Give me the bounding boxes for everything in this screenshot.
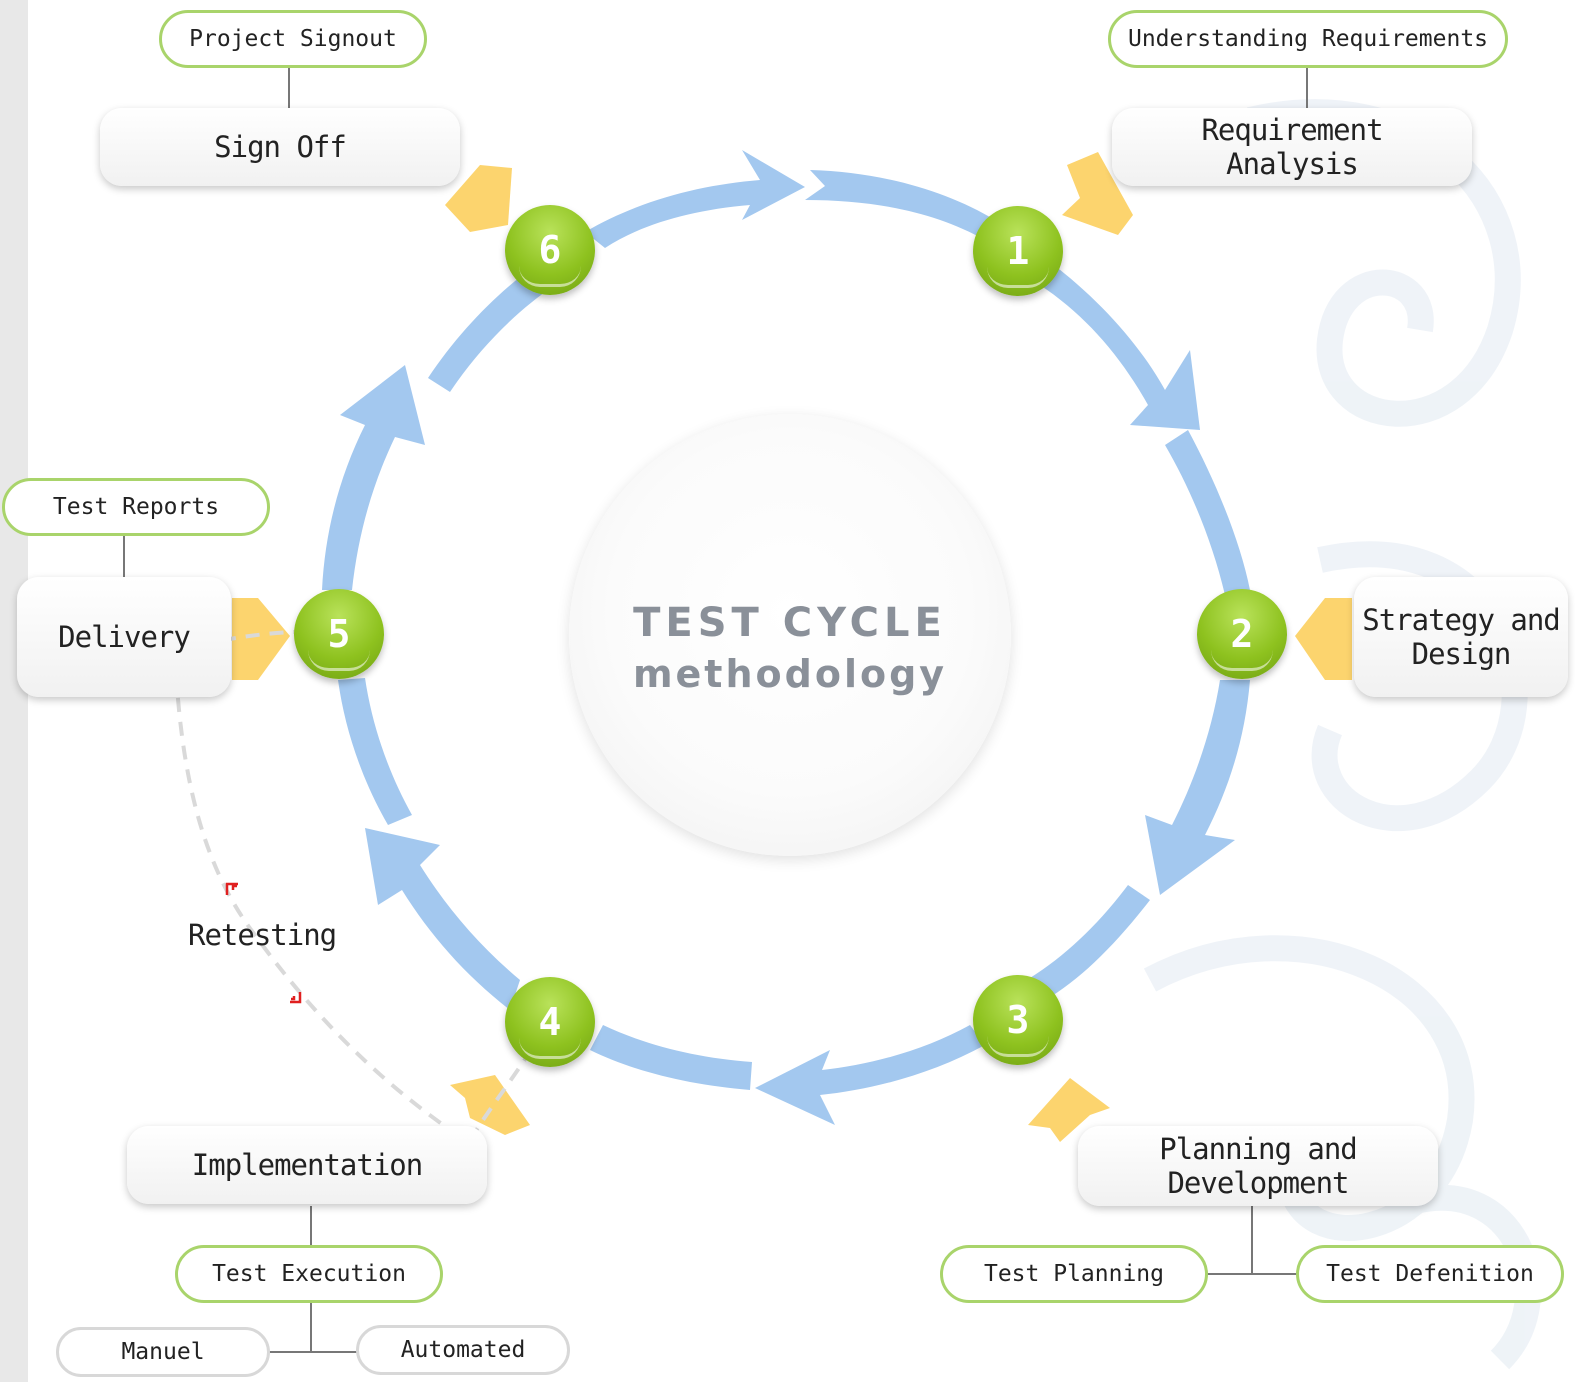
detail-test-execution: Test Execution	[175, 1245, 443, 1303]
step-number-5: 5	[294, 589, 384, 679]
ring-arrow-top-right	[805, 170, 995, 240]
detail-test-planning: Test Planning	[940, 1245, 1208, 1303]
ring-arrow-4-to-5	[365, 828, 520, 1010]
detail-manuel: Manuel	[56, 1327, 270, 1377]
ring-arrow-bottom	[590, 1025, 752, 1090]
retesting-label: Retesting	[188, 918, 337, 952]
ring-arrow-left-lower	[338, 678, 412, 825]
pointer-arrows	[232, 152, 1352, 1142]
diagram-title: TEST CYCLE	[633, 600, 947, 646]
ring-arrow-1-to-2	[1040, 262, 1200, 430]
cycle-ring	[322, 150, 1250, 1125]
pointer-arrow-5	[232, 598, 290, 680]
step-number-3: 3	[973, 975, 1063, 1065]
connector-lines	[123, 60, 1308, 1353]
detail-automated: Automated	[356, 1325, 570, 1375]
step-number-4: 4	[505, 977, 595, 1067]
stage-planning-and-development: Planning and Development	[1078, 1126, 1438, 1206]
detail-project-signout: Project Signout	[159, 10, 427, 68]
stage-delivery: Delivery	[17, 577, 231, 697]
center-disc	[569, 414, 1011, 856]
step-number-2: 2	[1197, 589, 1287, 679]
pointer-arrow-4	[450, 1075, 530, 1135]
ring-arrow-right-upper	[1165, 430, 1250, 595]
step-number-6: 6	[505, 205, 595, 295]
detail-test-defenition: Test Defenition	[1296, 1245, 1564, 1303]
detail-understanding-requirements: Understanding Requirements	[1108, 10, 1508, 68]
ring-arrow-5-to-6	[322, 365, 425, 590]
stage-sign-off: Sign Off	[100, 108, 460, 186]
ring-arrow-3-to-4	[755, 1025, 985, 1125]
stage-implementation: Implementation	[127, 1126, 487, 1204]
ring-arrow-6-to-1	[585, 150, 805, 248]
pointer-arrow-6	[445, 165, 512, 232]
ring-arrow-2-to-3	[1145, 680, 1250, 895]
pointer-arrow-1	[1062, 152, 1133, 235]
stage-requirement-analysis: Requirement Analysis	[1112, 108, 1472, 186]
step-number-1: 1	[973, 206, 1063, 296]
diagram-subtitle: methodology	[632, 652, 948, 696]
pointer-arrow-3	[1028, 1078, 1110, 1142]
stage-strategy-and-design: Strategy and Design	[1354, 577, 1568, 697]
ring-arrow-right-lower	[1030, 885, 1150, 1000]
pointer-arrow-2	[1295, 598, 1352, 680]
ring-arrow-left-upper	[428, 262, 555, 392]
retesting-markers	[225, 882, 302, 1004]
detail-test-reports: Test Reports	[2, 478, 270, 536]
